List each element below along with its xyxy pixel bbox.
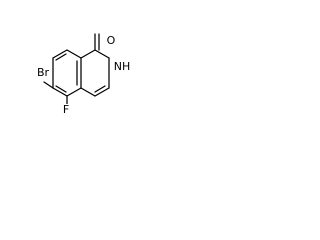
bond-c3-c4-inner: [94, 85, 106, 93]
bond-c5-c6-inner: [55, 85, 67, 93]
bond-c4-c4a: [80, 87, 96, 97]
bromine-atom-label: Br: [35, 66, 51, 79]
nitrogen-atom-label: NH: [112, 60, 132, 73]
bond-c7-c8-inner: [55, 53, 67, 61]
bond-c8a-c1: [80, 49, 96, 59]
molecule-canvas: O NH Br F: [0, 0, 152, 152]
bond-c7-c8: [52, 49, 68, 59]
bond-c8-c8a: [66, 49, 82, 59]
bond-c6-br: [43, 81, 54, 89]
bond-c5-c6: [52, 87, 68, 97]
skeletal-structure: [43, 33, 110, 106]
bond-c3-c4: [94, 87, 110, 97]
bond-c4a-c5: [66, 87, 82, 97]
bond-c1-n2: [94, 49, 110, 59]
fluorine-atom-label: F: [61, 103, 71, 116]
oxygen-atom-label: O: [105, 34, 117, 47]
